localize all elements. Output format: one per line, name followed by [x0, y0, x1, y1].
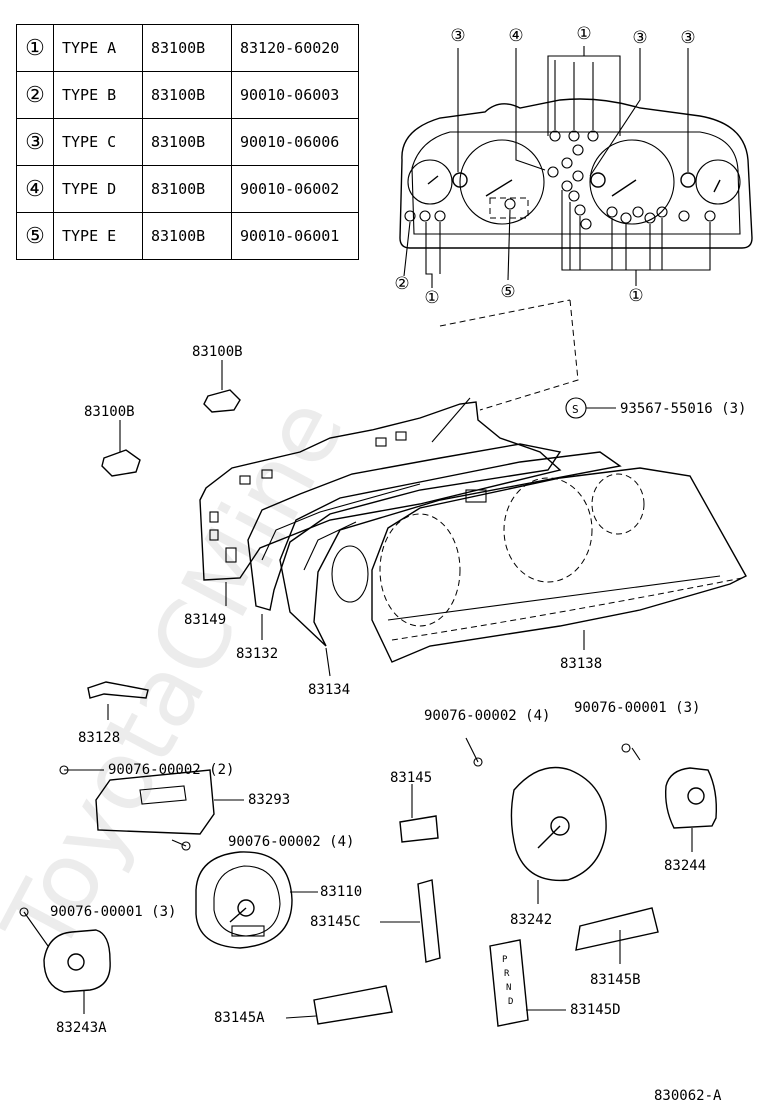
label-83145A: 83145A	[214, 1010, 265, 1026]
label-83132: 83132	[236, 646, 278, 662]
legend-base-part: 83100B	[142, 71, 232, 119]
legend-part-number: 83120-60020	[231, 24, 359, 72]
legend-type: TYPE D	[53, 165, 143, 213]
callout-type-c-mid: ③	[632, 28, 647, 48]
knob-83128	[87, 681, 149, 720]
svg-text:P: P	[502, 955, 508, 965]
label-83149: 83149	[184, 612, 226, 628]
callout-type-b: ②	[394, 274, 409, 294]
label-93567-55016: 93567-55016 (3)	[620, 401, 746, 417]
label-83145C: 83145C	[310, 914, 361, 930]
meter-83110	[195, 851, 293, 949]
label-83145D: 83145D	[570, 1002, 621, 1018]
legend-part-number: 90010-06003	[231, 71, 359, 119]
module-83293	[64, 769, 215, 835]
meter-83242	[510, 766, 607, 882]
label-83244: 83244	[664, 858, 706, 874]
bolts	[19, 737, 631, 917]
figure-code: 830062-A	[654, 1088, 722, 1104]
plate-83145C	[417, 879, 441, 963]
legend-part-number: 90010-06006	[231, 118, 359, 166]
bulb-sockets	[404, 130, 716, 230]
plate-83145A	[313, 985, 393, 1025]
legend-base-part: 83100B	[142, 118, 232, 166]
label-83145: 83145	[390, 770, 432, 786]
legend-number: ⑤	[16, 212, 54, 260]
legend-number: ①	[16, 24, 54, 72]
legend-part-number: 90010-06001	[231, 212, 359, 260]
cluster-callout-numbers: ③ ④ ① ③ ③ ② ① ⑤ ①	[394, 24, 695, 308]
label-90076-00002-4-top: 90076-00002 (4)	[424, 708, 550, 724]
callout-type-e: ⑤	[500, 282, 515, 302]
part-83138-glass	[371, 467, 747, 663]
gauge-83244	[631, 747, 718, 829]
callout-type-c-left: ③	[450, 26, 465, 46]
callout-type-a-top: ①	[576, 24, 591, 44]
small-parts: P R N D	[19, 360, 718, 1027]
label-83242: 83242	[510, 912, 552, 928]
label-90076-00002-4-mid: 90076-00002 (4)	[228, 834, 354, 850]
callout-type-a-left: ①	[424, 288, 439, 308]
legend-part-number: 90010-06002	[231, 165, 359, 213]
svg-text:N: N	[506, 983, 511, 993]
callout-type-c-right: ③	[680, 28, 695, 48]
callout-type-d: ④	[508, 26, 523, 46]
plate-83145B	[575, 907, 659, 951]
label-83128: 83128	[78, 730, 120, 746]
legend-type: TYPE C	[53, 118, 143, 166]
legend-number: ③	[16, 118, 54, 166]
label-s-mark: S	[572, 403, 579, 416]
part-83134-frame	[279, 451, 622, 647]
plate-83145D: P R N D	[489, 939, 529, 1027]
bulb-83100B-top	[203, 360, 241, 413]
label-90076-00001-3-top: 90076-00001 (3)	[574, 700, 700, 716]
bulb-83100B-left	[101, 420, 141, 477]
cluster-front-view: ③ ④ ① ③ ③ ② ① ⑤ ①	[394, 24, 753, 308]
housing-assembly	[199, 299, 747, 663]
label-leaders	[83, 407, 693, 1019]
label-83100B-left: 83100B	[84, 404, 135, 420]
part-83132-case	[247, 443, 562, 611]
label-83145B: 83145B	[590, 972, 641, 988]
svg-text:D: D	[508, 997, 513, 1007]
label-83100B-top: 83100B	[192, 344, 243, 360]
plate-83145	[399, 784, 439, 843]
legend-base-part: 83100B	[142, 212, 232, 260]
gauge-83243A	[23, 911, 111, 993]
label-83293: 83293	[248, 792, 290, 808]
callout-leaders	[403, 46, 711, 288]
callout-type-a-bottom: ①	[628, 286, 643, 306]
label-83134: 83134	[308, 682, 350, 698]
label-90076-00002-2: 90076-00002 (2)	[108, 762, 234, 778]
label-83243A: 83243A	[56, 1020, 107, 1036]
watermark: ToyotaCMine	[0, 380, 366, 972]
label-90076-00001-3-left: 90076-00001 (3)	[50, 904, 176, 920]
label-83138: 83138	[560, 656, 602, 672]
legend-base-part: 83100B	[142, 165, 232, 213]
label-83110: 83110	[320, 884, 362, 900]
legend-type: TYPE E	[53, 212, 143, 260]
part-labels: 83100B 83100B S 93567-55016 (3) 83149 83…	[50, 344, 746, 1104]
legend-type: TYPE A	[53, 24, 143, 72]
svg-text:R: R	[504, 969, 510, 979]
part-83149-back-plate	[199, 401, 562, 581]
